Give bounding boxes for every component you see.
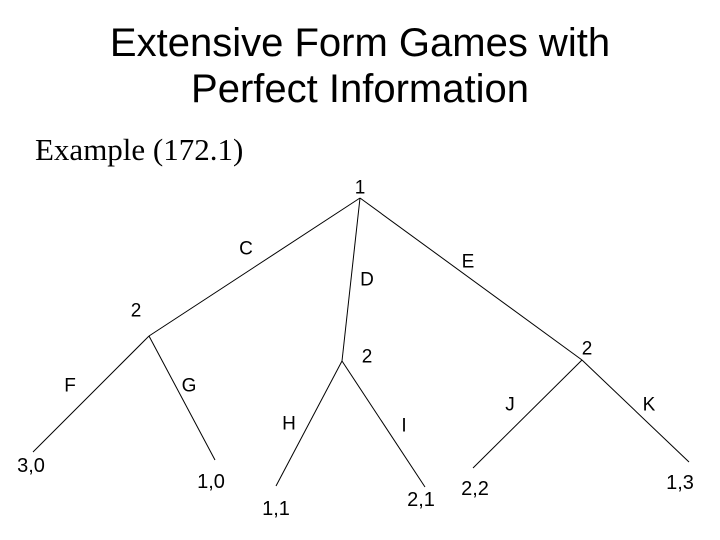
- action-J: J: [505, 394, 515, 416]
- edge-F: [32, 335, 150, 453]
- payoff-after-J: 2,2: [461, 478, 489, 500]
- payoff-after-K: 1,3: [666, 472, 694, 494]
- action-D: D: [360, 269, 374, 291]
- slide-title-line-2: Perfect Information: [191, 67, 529, 111]
- action-K: K: [642, 394, 656, 416]
- edge-C: [148, 197, 361, 337]
- edge-D: [341, 197, 361, 362]
- edge-H: [275, 360, 343, 487]
- payoff-after-F: 3,0: [17, 455, 45, 477]
- payoff-after-I: 2,1: [407, 489, 435, 511]
- slide-title-line-1: Extensive Form Games with: [109, 21, 611, 65]
- action-C: C: [239, 238, 253, 260]
- slide-title: Extensive Form Games with Perfect Inform…: [0, 20, 720, 112]
- player-2-right: 2: [581, 338, 593, 360]
- action-H: H: [282, 413, 296, 435]
- payoff-after-H: 1,1: [262, 498, 290, 520]
- edge-I: [341, 360, 426, 488]
- action-E: E: [461, 251, 475, 273]
- action-F: F: [64, 375, 76, 397]
- edge-E: [359, 197, 583, 361]
- player-2-left: 2: [130, 300, 142, 322]
- edge-K: [581, 359, 690, 463]
- action-G: G: [181, 375, 197, 397]
- player-2-middle: 2: [361, 346, 373, 368]
- player-1-root: 1: [354, 177, 366, 199]
- edge-G: [148, 335, 216, 461]
- example-heading: Example (172.1): [35, 132, 244, 167]
- payoff-after-G: 1,0: [197, 471, 225, 493]
- edge-J: [472, 359, 583, 469]
- action-I: I: [401, 415, 407, 437]
